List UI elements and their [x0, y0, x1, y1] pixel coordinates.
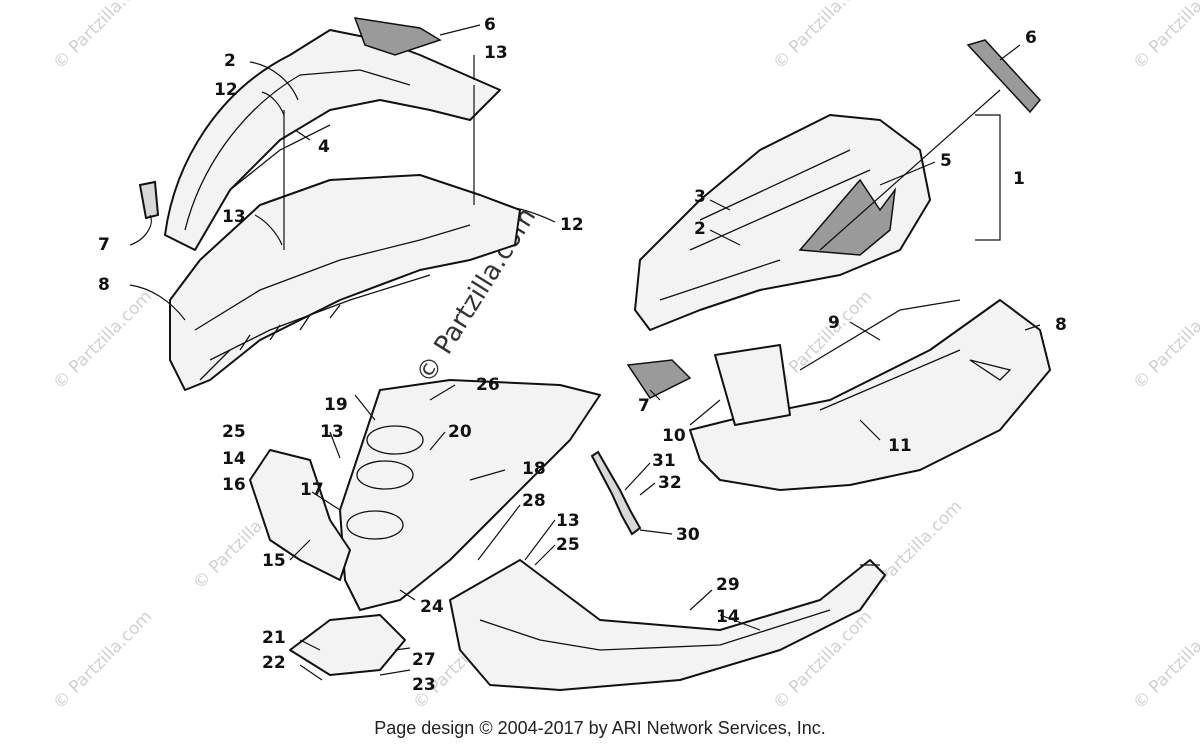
left-hood-assembly — [138, 17, 521, 391]
callout-31: 31 — [652, 451, 676, 471]
callout-7-left: 7 — [98, 235, 110, 255]
skid-detail — [479, 564, 880, 651]
shroud-lower-right — [689, 299, 1051, 491]
callout-24: 24 — [420, 597, 444, 617]
callout-23: 23 — [412, 675, 436, 695]
callout-9: 9 — [828, 313, 840, 333]
pan-hole-1 — [366, 425, 424, 455]
hood-upper-detail — [184, 69, 411, 231]
watermark-10: © Partzilla.com — [1129, 607, 1200, 714]
hood-upper-part — [164, 29, 501, 251]
callout-labels: 2 12 4 6 13 7 13 8 12 6 1 5 3 2 8 9 7 10… — [98, 15, 1067, 695]
callout-14-right: 14 — [716, 607, 740, 627]
callout-8-left: 8 — [98, 275, 110, 295]
callout-13-low: 13 — [556, 511, 580, 531]
callout-22: 22 — [262, 653, 286, 673]
vent-mesh-right-top — [966, 39, 1041, 114]
watermark-1: © Partzilla.com — [49, 0, 156, 74]
cone-part — [289, 614, 406, 676]
callout-2-left: 2 — [224, 51, 236, 71]
callout-12-right: 12 — [560, 215, 584, 235]
cable-part — [590, 450, 642, 536]
callout-13-belly: 13 — [320, 422, 344, 442]
skid-right — [449, 559, 886, 691]
callout-32: 32 — [658, 473, 682, 493]
pad-right — [714, 344, 791, 426]
belly-pan — [339, 379, 601, 611]
callout-7-right: 7 — [638, 396, 650, 416]
hood-upper-right — [634, 114, 931, 331]
callout-3: 3 — [694, 187, 706, 207]
callout-18: 18 — [522, 459, 546, 479]
callout-11: 11 — [888, 436, 912, 456]
watermark-7: © Partzilla.com — [49, 607, 156, 714]
footer-copyright: Page design © 2004-2017 by ARI Network S… — [374, 718, 826, 738]
callout-12-left: 12 — [214, 80, 238, 100]
callout-6-left: 6 — [484, 15, 496, 35]
watermark-3: © Partzilla.com — [1129, 0, 1200, 74]
callout-17: 17 — [300, 480, 324, 500]
callout-26: 26 — [476, 375, 500, 395]
bracket-left — [249, 449, 351, 581]
callout-25-left: 25 — [222, 422, 246, 442]
callout-14-left: 14 — [222, 449, 246, 469]
watermark-4: © Partzilla.com — [49, 287, 156, 394]
watermark-2: © Partzilla.com — [769, 0, 876, 74]
watermark-6: © Partzilla.com — [1129, 287, 1200, 394]
shroud-lower-detail — [194, 224, 471, 381]
vent-mesh-right-mid — [626, 359, 692, 399]
callout-28: 28 — [522, 491, 546, 511]
callout-8-right: 8 — [1055, 315, 1067, 335]
vent-mesh-top — [353, 17, 442, 56]
callout-27: 27 — [412, 650, 436, 670]
callout-13-top: 13 — [484, 43, 508, 63]
pan-hole-3 — [346, 510, 404, 540]
pan-hole-2 — [356, 460, 414, 490]
callout-30: 30 — [676, 525, 700, 545]
callout-5: 5 — [940, 151, 952, 171]
callout-4: 4 — [318, 137, 330, 157]
callout-19: 19 — [324, 395, 348, 415]
callout-13-mid: 13 — [222, 207, 246, 227]
callout-2-right: 2 — [694, 219, 706, 239]
group-bracket — [975, 114, 1001, 241]
callout-6-right: 6 — [1025, 28, 1037, 48]
callout-15: 15 — [262, 551, 286, 571]
callout-29: 29 — [716, 575, 740, 595]
shroud-right-detail — [799, 299, 1012, 411]
callout-1: 1 — [1013, 169, 1025, 189]
callout-16: 16 — [222, 475, 246, 495]
leader-lines — [129, 24, 1041, 681]
callout-20: 20 — [448, 422, 472, 442]
right-hood-assembly — [626, 39, 1051, 491]
hood-right-detail — [659, 149, 871, 301]
callout-21: 21 — [262, 628, 286, 648]
decal-right — [798, 178, 897, 256]
vent-small-left — [138, 180, 160, 220]
callout-10: 10 — [662, 426, 686, 446]
belly-pan-assembly — [249, 379, 886, 691]
callout-25-right: 25 — [556, 535, 580, 555]
